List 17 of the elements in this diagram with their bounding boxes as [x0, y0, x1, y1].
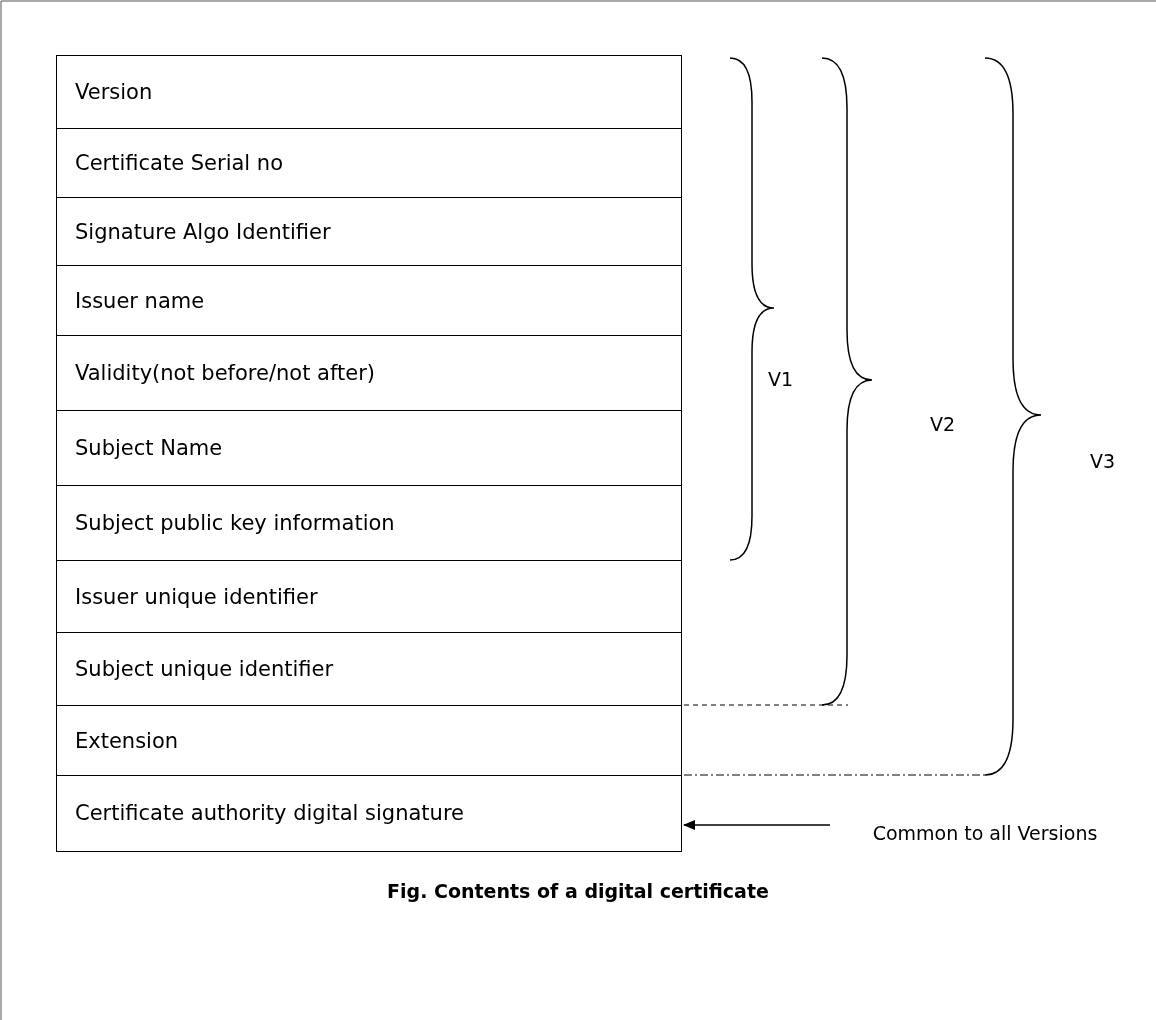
field-row: Signature Algo Identifier [56, 197, 682, 267]
figure-caption: Fig. Contents of a digital certificate [386, 880, 770, 902]
field-row: Issuer unique identifier [56, 560, 682, 634]
field-row: Subject public key information [56, 485, 682, 562]
field-row: Subject unique identifier [56, 632, 682, 707]
note-text: Common to all Versions [830, 818, 1140, 848]
field-row: Issuer name [56, 265, 682, 337]
version-label: V2 [930, 413, 956, 435]
version-label: V1 [768, 368, 794, 390]
field-row: Certificate Serial no [56, 128, 682, 199]
field-row: Certificate authority digital signature [56, 775, 682, 852]
field-row: Extension [56, 705, 682, 777]
arrow [683, 820, 831, 830]
field-row: Version [56, 55, 682, 130]
field-row: Subject Name [56, 410, 682, 487]
version-label: V3 [1090, 450, 1116, 472]
field-row: Validity(not before/not after) [56, 335, 682, 412]
